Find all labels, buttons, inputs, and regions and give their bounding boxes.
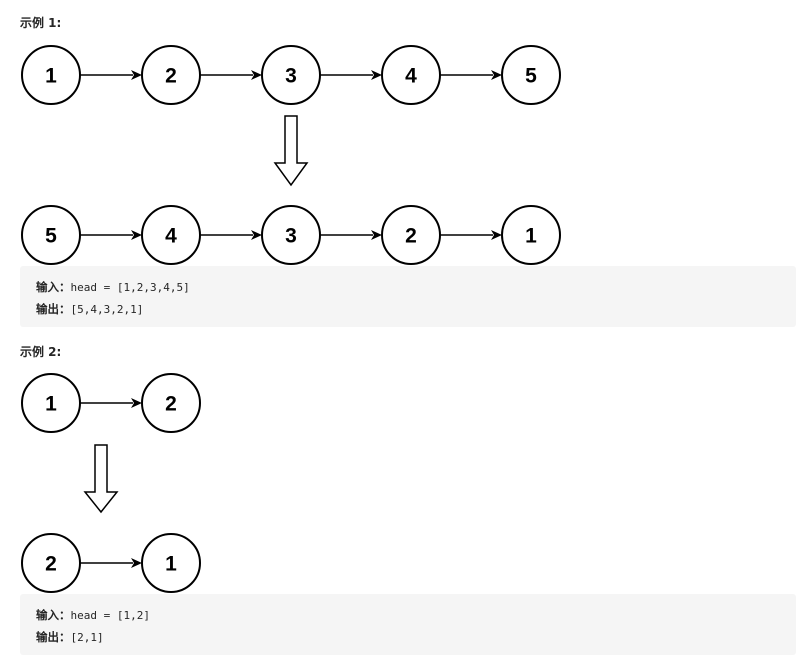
example-1-output-list: 5 4 3 2 1	[0, 204, 810, 268]
example-2-title: 示例 2:	[20, 345, 62, 359]
list-node: 1	[21, 45, 81, 105]
node-value: 5	[45, 225, 57, 248]
arrow-head-icon	[131, 558, 142, 568]
node-value: 5	[525, 65, 537, 88]
node-value: 4	[405, 65, 417, 88]
node-value: 1	[165, 553, 177, 576]
list-node: 4	[141, 205, 201, 265]
list-node: 1	[501, 205, 561, 265]
node-circle	[21, 45, 81, 105]
node-value: 2	[165, 65, 177, 88]
node-circle	[141, 533, 201, 593]
example-2-output-line: 输出：[2,1]	[36, 627, 780, 649]
list-node: 3	[261, 205, 321, 265]
arrow-head-icon	[491, 70, 502, 80]
input-label: 输入：	[36, 608, 71, 622]
node-circle	[261, 205, 321, 265]
example-2-input-line: 输入：head = [1,2]	[36, 605, 780, 627]
list-node: 2	[381, 205, 441, 265]
node-circle	[21, 205, 81, 265]
arrow-head-icon	[371, 230, 382, 240]
list-node: 2	[21, 533, 81, 593]
node-circle	[381, 45, 441, 105]
node-value: 2	[165, 393, 177, 416]
example-1-reverse-arrow	[0, 114, 810, 188]
example-1-output-line: 输出：[5,4,3,2,1]	[36, 299, 780, 321]
node-circle	[21, 373, 81, 433]
node-circle	[141, 205, 201, 265]
arrow-head-icon	[131, 70, 142, 80]
example-1-io-block: 输入：head = [1,2,3,4,5] 输出：[5,4,3,2,1]	[20, 266, 796, 327]
arrow-head-icon	[491, 230, 502, 240]
linked-list-diagram: 1 2 3 4 5	[21, 45, 561, 105]
node-circle	[141, 45, 201, 105]
arrow-head-icon	[251, 70, 262, 80]
node-circle	[501, 205, 561, 265]
list-node: 1	[141, 533, 201, 593]
example-2-reverse-arrow	[0, 443, 810, 517]
node-circle	[261, 45, 321, 105]
linked-list-diagram: 5 4 3 2 1	[21, 205, 561, 265]
example-1-title: 示例 1:	[20, 16, 62, 30]
input-label: 输入：	[36, 280, 71, 294]
node-circle	[501, 45, 561, 105]
node-value: 4	[165, 225, 177, 248]
output-value: [5,4,3,2,1]	[70, 302, 144, 316]
list-node: 5	[501, 45, 561, 105]
example-1-input-line: 输入：head = [1,2,3,4,5]	[36, 277, 780, 299]
node-circle	[141, 373, 201, 433]
arrow-head-icon	[371, 70, 382, 80]
node-value: 3	[285, 225, 297, 248]
arrow-head-icon	[131, 230, 142, 240]
down-arrow-icon	[273, 115, 309, 187]
node-value: 2	[405, 225, 417, 248]
arrow-head-icon	[251, 230, 262, 240]
node-value: 1	[45, 65, 57, 88]
list-node: 1	[21, 373, 81, 433]
node-value: 1	[525, 225, 537, 248]
node-value: 2	[45, 553, 57, 576]
list-node: 5	[21, 205, 81, 265]
output-label: 输出：	[36, 629, 71, 644]
node-circle	[381, 205, 441, 265]
example-1-input-list: 1 2 3 4 5	[0, 44, 810, 108]
node-value: 1	[45, 393, 57, 416]
input-value: head = [1,2]	[70, 609, 150, 622]
list-node: 4	[381, 45, 441, 105]
input-value: head = [1,2,3,4,5]	[70, 281, 190, 294]
output-value: [2,1]	[70, 630, 104, 644]
example-2-io-block: 输入：head = [1,2] 输出：[2,1]	[20, 594, 796, 655]
output-label: 输出：	[36, 301, 71, 316]
node-value: 3	[285, 65, 297, 88]
down-arrow-icon	[83, 444, 119, 514]
arrow-head-icon	[131, 398, 142, 408]
list-node: 2	[141, 373, 201, 433]
list-node: 3	[261, 45, 321, 105]
node-circle	[21, 533, 81, 593]
list-node: 2	[141, 45, 201, 105]
